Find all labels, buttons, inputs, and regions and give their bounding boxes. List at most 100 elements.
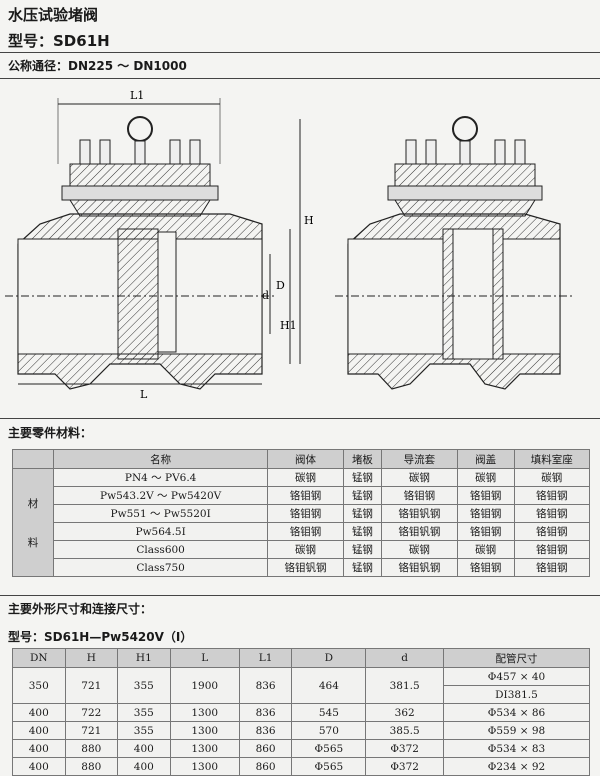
table-cell: 721	[64, 721, 119, 740]
table-cell: 355	[117, 703, 171, 722]
table-cell: 铬钼钢	[513, 558, 591, 577]
table-cell: 1300	[169, 757, 240, 776]
table-cell: 350	[12, 667, 66, 704]
dim-label-l1: L1	[130, 89, 144, 102]
table-row: 350 721 355 1900 836 464 381.5 Φ457 × 40	[12, 667, 591, 704]
table-row: Class600 碳钢 锰钢 碳钢 碳钢 铬钼钢	[13, 540, 591, 559]
column-header: 阀体	[267, 449, 344, 469]
table-cell: 836	[238, 703, 293, 722]
table-cell: DI381.5	[442, 685, 591, 704]
table-cell: Φ565	[291, 739, 367, 758]
column-header: 名称	[52, 449, 269, 469]
table-cell: 铬钼钢	[513, 522, 591, 541]
table-cell: 碳钢	[381, 468, 458, 487]
table-cell: Φ372	[365, 739, 444, 758]
column-header: L	[169, 648, 240, 668]
divider	[0, 78, 600, 79]
table-cell: 880	[64, 739, 119, 758]
table-cell: 铬钼钒钢	[381, 504, 458, 523]
model-number: 型号：SD61H	[8, 32, 110, 50]
table-cell: 铬钼钢	[267, 522, 344, 541]
table-cell: Class750	[52, 558, 269, 577]
table-cell: 355	[117, 721, 171, 740]
table-cell: Class600	[52, 540, 269, 559]
column-header: D	[291, 648, 367, 668]
table-cell: 836	[238, 721, 293, 740]
table-cell: Pw551 ～ Pw5520I	[52, 504, 269, 523]
table-cell: 铬钼钢	[456, 504, 515, 523]
table-cell: 860	[238, 739, 293, 758]
table-cell: 1300	[169, 703, 240, 722]
table-cell: 铬钼钢	[381, 486, 458, 505]
column-header: 导流套	[381, 449, 458, 469]
dimensions-title: 主要外形尺寸和连接尺寸：	[8, 602, 153, 616]
table-cell: 400	[117, 739, 171, 758]
dimensions-model: 型号：SD61H—Pw5420V（I）	[8, 630, 193, 644]
table-cell: 400	[12, 739, 66, 758]
table-cell: 碳钢	[267, 468, 344, 487]
table-cell: 400	[12, 757, 66, 776]
table-header-row: DN H H1 L L1 D d 配管尺寸	[12, 648, 591, 668]
table-cell: 碳钢	[456, 468, 515, 487]
table-cell: 铬钼钢	[267, 504, 344, 523]
table-cell: 铬钼钒钢	[381, 522, 458, 541]
table-cell: 545	[291, 703, 367, 722]
table-cell: 铬钼钢	[456, 486, 515, 505]
divider	[0, 595, 600, 596]
table-cell: 464	[291, 667, 367, 704]
nominal-diameter: 公称通径：DN225 ～ DN1000	[8, 59, 187, 73]
column-header: 配管尺寸	[442, 648, 591, 668]
document-title: 水压试验堵阀	[8, 6, 99, 24]
table-cell: Φ565	[291, 757, 367, 776]
table-cell: 385.5	[365, 721, 444, 740]
table-cell: Φ534 × 83	[442, 739, 591, 758]
table-cell: 锰钢	[342, 558, 383, 577]
table-cell: Φ534 × 86	[442, 703, 591, 722]
table-header-row: 名称 阀体 堵板 导流套 阀盖 填料室座	[12, 449, 591, 469]
table-row: Pw551 ～ Pw5520I 铬钼钢 锰钢 铬钼钒钢 铬钼钢 铬钼钢	[13, 504, 591, 523]
table-cell: 锰钢	[342, 540, 383, 559]
table-cell: Φ457 × 40	[442, 667, 591, 686]
table-cell: 锰钢	[342, 522, 383, 541]
table-cell: Φ559 × 98	[442, 721, 591, 740]
table-cell: 铬钼钢	[513, 486, 591, 505]
valve-left-view: L1 L H H1 d D	[5, 89, 314, 401]
dim-label-D: D	[276, 279, 285, 292]
valve-right-view	[335, 116, 575, 390]
column-header: d	[365, 648, 444, 668]
divider	[0, 52, 600, 53]
table-cell: 铬钼钒钢	[267, 558, 344, 577]
table-cell: Pw564.5I	[52, 522, 269, 541]
table-row: 400 722 355 1300 836 545 362 Φ534 × 86	[12, 703, 591, 722]
table-cell: Pw543.2V ～ Pw5420V	[52, 486, 269, 505]
side-label: 材料	[12, 468, 54, 577]
table-cell: 铬钼钢	[456, 522, 515, 541]
table-cell: 铬钼钒钢	[381, 558, 458, 577]
valve-drawing: L1 L H H1 d D	[5, 89, 575, 401]
table-cell: 铬钼钢	[456, 558, 515, 577]
table-row: 400 880 400 1300 860 Φ565 Φ372 Φ234 × 92	[12, 757, 591, 776]
materials-title: 主要零件材料：	[8, 426, 93, 440]
table-cell: 355	[117, 667, 171, 704]
table-cell: 1900	[169, 667, 240, 704]
table-cell: Φ234 × 92	[442, 757, 591, 776]
table-cell: 铬钼钢	[267, 486, 344, 505]
table-cell: 碳钢	[381, 540, 458, 559]
table-cell: 400	[12, 703, 66, 722]
table-row: 400 721 355 1300 836 570 385.5 Φ559 × 98	[12, 721, 591, 740]
table-cell: 锰钢	[342, 468, 383, 487]
table-cell: 400	[12, 721, 66, 740]
table-row: Pw564.5I 铬钼钢 锰钢 铬钼钒钢 铬钼钢 铬钼钢	[13, 522, 591, 541]
table-cell: 1300	[169, 721, 240, 740]
table-cell: 381.5	[365, 667, 444, 704]
table-cell: 721	[64, 667, 119, 704]
table-cell: 860	[238, 757, 293, 776]
table-cell: 锰钢	[342, 486, 383, 505]
table-cell: Φ372	[365, 757, 444, 776]
table-cell: 碳钢	[456, 540, 515, 559]
dim-label-h1: H1	[280, 319, 297, 332]
table-cell: 锰钢	[342, 504, 383, 523]
table-cell: 362	[365, 703, 444, 722]
column-header: 填料室座	[513, 449, 591, 469]
column-header: 堵板	[342, 449, 383, 469]
